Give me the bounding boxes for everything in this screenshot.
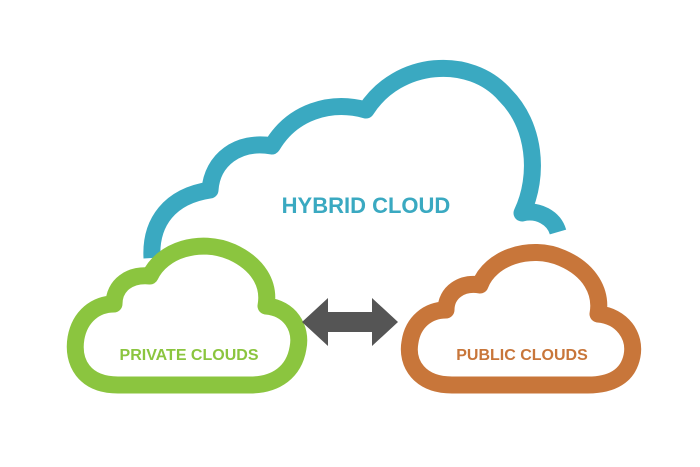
- hybrid-cloud-label: HYBRID CLOUD: [282, 193, 451, 218]
- public-cloud-label: PUBLIC CLOUDS: [456, 347, 588, 364]
- bidirectional-arrow-icon: [302, 298, 398, 346]
- private-cloud-outline: [66, 237, 308, 394]
- private-cloud-label: PRIVATE CLOUDS: [120, 347, 259, 364]
- hybrid-cloud-outline: [143, 59, 567, 259]
- public-cloud-outline: [400, 244, 642, 394]
